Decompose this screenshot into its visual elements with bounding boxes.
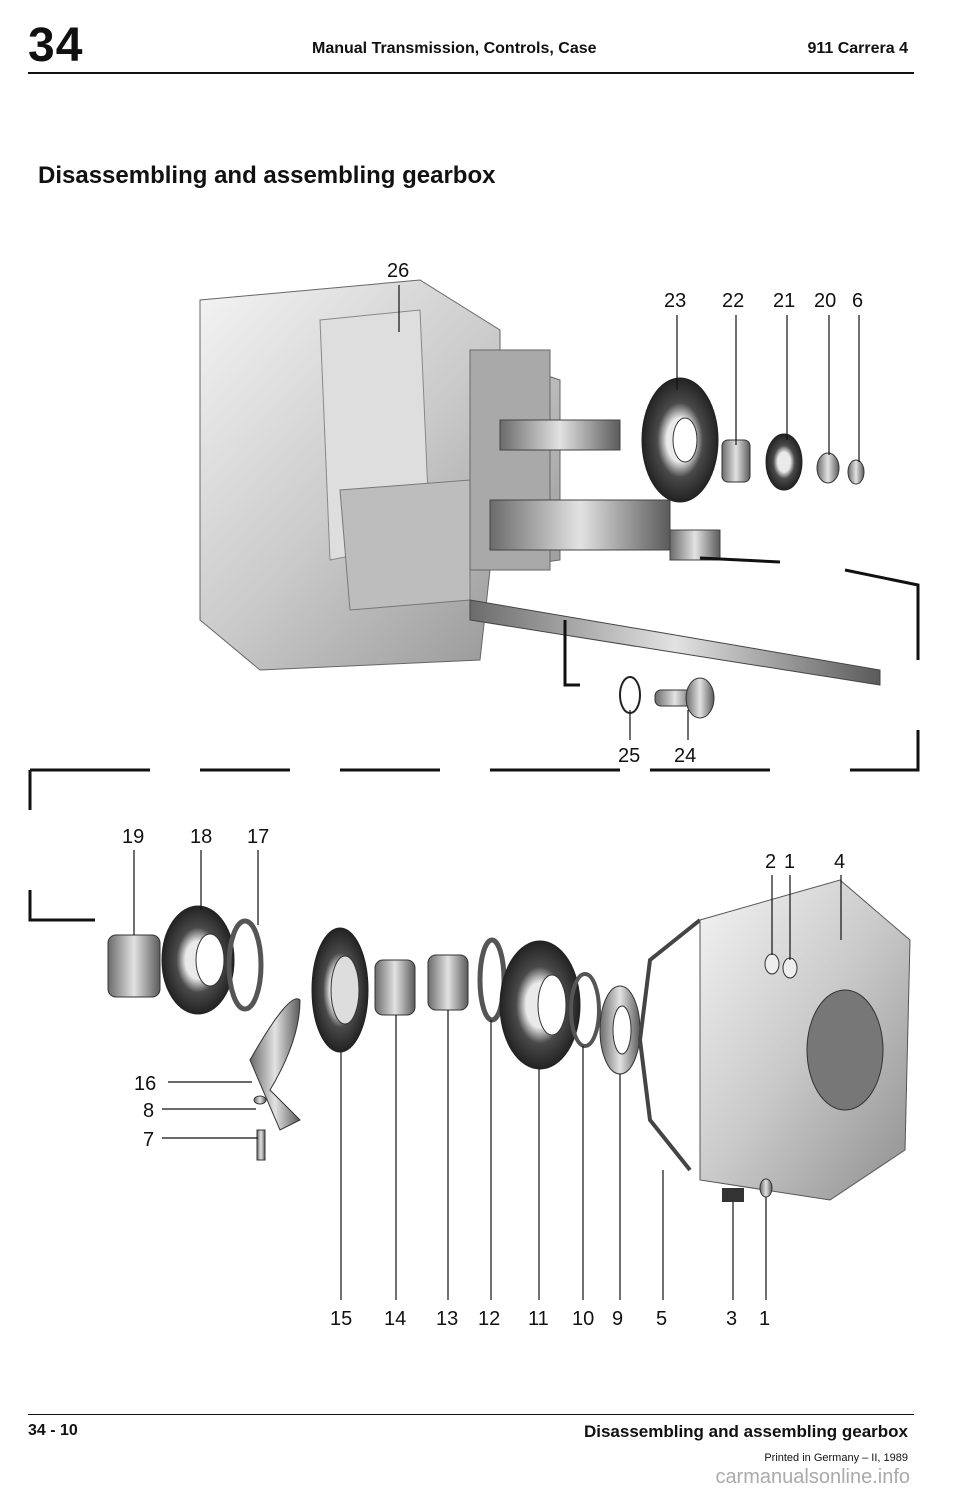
section-title: Disassembling and assembling gearbox: [38, 162, 496, 189]
bushing-22: [721, 439, 751, 483]
needle-bearing-19: [107, 934, 161, 998]
gear-11: [499, 940, 581, 1070]
bearing-9: [599, 985, 641, 1075]
bolt-7: [256, 1129, 266, 1161]
callout-22: 22: [722, 290, 744, 312]
page-number: 34 - 10: [28, 1422, 78, 1439]
callout-13: 13: [436, 1308, 458, 1330]
connector-lines: [28, 556, 920, 922]
callout-1-upper: 1: [784, 851, 795, 873]
callout-19: 19: [122, 826, 144, 848]
callout-3: 3: [726, 1308, 737, 1330]
callout-17: 17: [247, 826, 269, 848]
header-rule: [28, 72, 914, 74]
callout-1-lower: 1: [759, 1308, 770, 1330]
exploded-view-drawing: 26 23 22 21 20 6 25 24 19 18 17 2 1 4 16…: [28, 260, 920, 1330]
callout-14: 14: [384, 1308, 406, 1330]
callout-12: 12: [478, 1308, 500, 1330]
footer-rule: [28, 1414, 914, 1415]
callout-18: 18: [190, 826, 212, 848]
washer-8: [253, 1095, 267, 1105]
header-model: 911 Carrera 4: [807, 40, 908, 57]
leader-lines: [133, 285, 860, 1300]
watermark: carmanualsonline.info: [715, 1466, 910, 1488]
guide-24: [654, 677, 715, 719]
sleeve-15: [311, 927, 369, 1053]
rear-case-cover: [699, 879, 911, 1201]
callout-20: 20: [814, 290, 836, 312]
callout-7: 7: [143, 1129, 154, 1151]
main-gearbox-case: [199, 279, 561, 671]
callout-24: 24: [674, 745, 696, 767]
callout-26: 26: [387, 260, 409, 282]
gear-23: [641, 377, 719, 503]
callout-10: 10: [572, 1308, 594, 1330]
callout-16: 16: [134, 1073, 156, 1095]
callout-23: 23: [664, 290, 686, 312]
print-info: Printed in Germany – II, 1989: [764, 1452, 908, 1464]
washer-20: [816, 452, 840, 484]
bushing-14: [374, 959, 416, 1016]
callout-15: 15: [330, 1308, 352, 1330]
callout-11: 11: [528, 1308, 549, 1330]
callout-numbers: 26 23 22 21 20 6 25 24 19 18 17 2 1 4 16…: [122, 260, 863, 1330]
callout-25: 25: [618, 745, 640, 767]
input-shaft: [499, 419, 621, 451]
gasket-5: [637, 918, 702, 1172]
callout-21: 21: [773, 290, 795, 312]
gear-21: [765, 433, 803, 491]
selector-rod: [469, 599, 881, 686]
callout-4: 4: [834, 851, 845, 873]
callout-6: 6: [852, 290, 863, 312]
callout-9: 9: [612, 1308, 623, 1330]
ring-10: [569, 972, 601, 1048]
o-ring-25: [619, 676, 641, 714]
header-title: Manual Transmission, Controls, Case: [312, 40, 597, 57]
callout-8: 8: [143, 1100, 154, 1122]
clip-3: [722, 1188, 744, 1202]
footer-title: Disassembling and assembling gearbox: [583, 1422, 908, 1441]
needle-bearing-13: [427, 954, 469, 1011]
shift-fork-16: [249, 998, 301, 1131]
callout-5: 5: [656, 1308, 667, 1330]
main-shaft: [489, 499, 721, 561]
callout-2: 2: [765, 851, 776, 873]
synchro-ring-17: [226, 918, 264, 1012]
exploded-view-figure: 26 23 22 21 20 6 25 24 19 18 17 2 1 4 16…: [0, 240, 960, 1360]
gear-18: [161, 905, 235, 1015]
plug-1: [759, 1178, 773, 1198]
nut-6: [847, 459, 865, 485]
chapter-number: 34: [28, 19, 84, 72]
